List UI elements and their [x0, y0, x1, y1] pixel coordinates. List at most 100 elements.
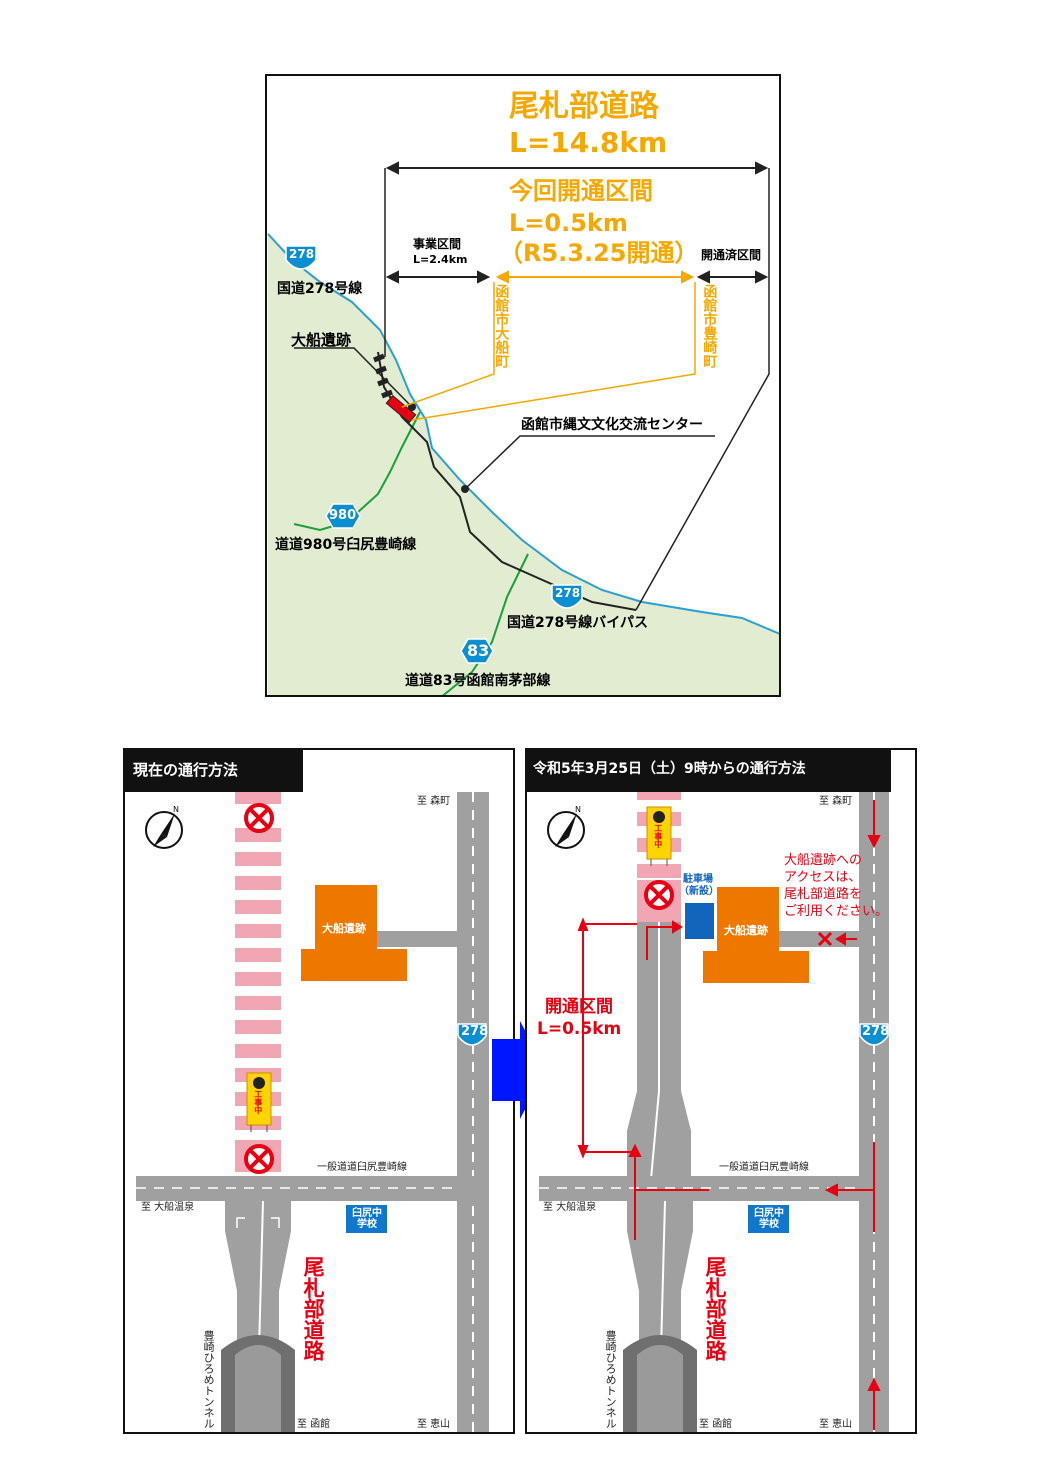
route-980-label: 道道980号臼尻豊崎線: [275, 537, 417, 553]
current-route-graphic: N: [125, 750, 489, 1432]
open-section-length: L=0.5km: [509, 209, 628, 237]
crossroad-label: 一般道道臼尻豊崎線: [719, 1162, 809, 1173]
route-278-label: 国道278号線: [277, 281, 363, 297]
parking-label: 駐車場: [683, 874, 713, 885]
site-access-blocked-arrow: [835, 932, 857, 946]
to-esan: 至 恵山: [819, 1419, 853, 1430]
to-morimachi: 至 森町: [819, 796, 853, 807]
school-box: [748, 1205, 789, 1233]
crossroad: [136, 1176, 489, 1201]
notice-line: ご利用ください。: [784, 904, 889, 919]
end-place: 函館市豊崎町: [701, 284, 718, 368]
route-278-shield-icon: [859, 1023, 889, 1046]
southbound-arrow-top: [867, 800, 881, 849]
future-route-graphic: N: [527, 750, 891, 1432]
no-entry-icon: [244, 803, 274, 833]
svg-text:N: N: [173, 805, 179, 814]
no-entry-icon: [244, 1144, 274, 1174]
opened-section-label: 開通済区間: [701, 248, 762, 262]
route-83-shield-text: 83: [467, 641, 490, 660]
crossroad-label: 一般道道臼尻豊崎線: [317, 1162, 407, 1173]
to-esan: 至 恵山: [417, 1419, 451, 1430]
notice-line: 尾札部道路を: [784, 887, 863, 902]
construction-sign-icon: [246, 1072, 272, 1132]
bypass-278-shield-icon: [551, 584, 583, 609]
no-entry-icon: [644, 880, 674, 910]
road-name: 尾札部道路: [301, 1256, 326, 1361]
bypass-label: 国道278号線バイパス: [507, 615, 648, 631]
site-label: 大船遺跡: [724, 924, 768, 937]
school-label: 臼尻中学校: [352, 1208, 382, 1230]
parking-lot: [685, 903, 714, 939]
overview-map-graphic: [267, 161, 779, 695]
panel-title: 令和5年3月25日（土）9時からの通行方法: [533, 761, 806, 777]
current-route-panel: N 現在の通行方法 至 森町 大船遺跡 278 一般道道臼尻豊崎線 至 大船温泉…: [123, 748, 515, 1434]
svg-text:N: N: [575, 805, 581, 814]
site-building-upper: [717, 887, 779, 953]
construction-sign-text: 工事中: [653, 824, 663, 848]
site-building-upper: [315, 885, 377, 951]
left-turn-arrow: [824, 1142, 875, 1232]
route-980-line: [293, 411, 421, 532]
to-hakodate: 至 函館: [297, 1419, 331, 1430]
open-section-marker: [385, 394, 417, 424]
turn-to-parking-arrow: [646, 920, 683, 960]
osatsube-road-lower: [225, 1201, 291, 1350]
shield-text: 278: [862, 1024, 890, 1039]
tunnel-label: 豊崎ひろめトンネル: [202, 1330, 216, 1429]
north-compass-icon: N: [145, 805, 183, 849]
to-onuma-onsen: 至 大船温泉: [141, 1202, 195, 1213]
road-title: 尾札部道路: [509, 89, 659, 124]
project-section-length: L=2.4km: [413, 253, 468, 266]
center-label: 函館市縄文文化交流センター: [521, 417, 703, 433]
to-hakodate: 至 函館: [699, 1419, 733, 1430]
notice-line: アクセスは、: [784, 870, 862, 885]
school-label: 臼尻中学校: [754, 1208, 784, 1230]
route-83-shield-icon: [460, 638, 494, 664]
site-label: 大船遺跡: [322, 922, 366, 935]
project-section-label: 事業区間: [413, 237, 462, 251]
road-name: 尾札部道路: [703, 1256, 728, 1361]
site-building-lower: [301, 949, 407, 981]
school-box: [346, 1205, 387, 1233]
opened-section-arrow: [696, 270, 769, 284]
route-83-line: [442, 553, 529, 695]
route-278-road: [457, 792, 489, 1432]
start-place: 函館市大船町: [493, 284, 510, 368]
route-278-road: [859, 792, 889, 1432]
route-83-label: 道道83号函館南茅部線: [405, 673, 551, 689]
site-access-road: [779, 931, 861, 947]
open-section-length: L=0.5km: [537, 1019, 622, 1039]
construction-sign-icon: [646, 806, 672, 866]
panel-title: 現在の通行方法: [133, 761, 239, 779]
site-building-lower: [703, 951, 809, 983]
northbound-arrow-bottom: [867, 1377, 881, 1430]
to-onuma-onsen: 至 大船温泉: [543, 1202, 597, 1213]
construction-sign-text: 工事中: [253, 1090, 263, 1114]
open-section-title: 今回開通区間: [509, 177, 653, 205]
overview-map: 尾札部道路 L=14.8km 今回開通区間 L=0.5km （R5.3.25開通…: [265, 74, 781, 697]
open-section-label: 開通区間: [545, 997, 613, 1017]
route-980-shield-icon: [325, 503, 361, 529]
future-route-panel: N 令和5年3月25日（土）9時からの通行方法 至 森町 駐車場 （新設） 大船…: [525, 748, 917, 1434]
route-278-shield-icon: [457, 1023, 487, 1046]
route-980-shield-text: 980: [329, 508, 357, 523]
northbound-arrow: [628, 1143, 642, 1240]
parking-note: （新設）: [679, 886, 719, 897]
coastline: [267, 233, 779, 635]
route-278-shield-text: 278: [289, 247, 315, 261]
open-date: （R5.3.25開通）: [499, 239, 699, 267]
land-area: [268, 234, 779, 695]
total-length-arrow: [385, 161, 769, 175]
access-notice: 大船遺跡への アクセスは、 尾札部道路を ご利用ください。: [784, 852, 888, 920]
route-278-shield-icon: [285, 245, 317, 270]
total-length: L=14.8km: [509, 126, 668, 159]
site-access-road: [377, 931, 459, 947]
bypass-shield-text: 278: [555, 586, 581, 600]
shield-text: 278: [461, 1024, 489, 1039]
site-label: 大船遺跡: [291, 331, 352, 349]
north-compass-icon: N: [547, 805, 585, 849]
blocked-x-icon: [817, 931, 833, 947]
tunnel-label: 豊崎ひろめトンネル: [604, 1330, 618, 1429]
project-section-arrow: [385, 270, 491, 284]
